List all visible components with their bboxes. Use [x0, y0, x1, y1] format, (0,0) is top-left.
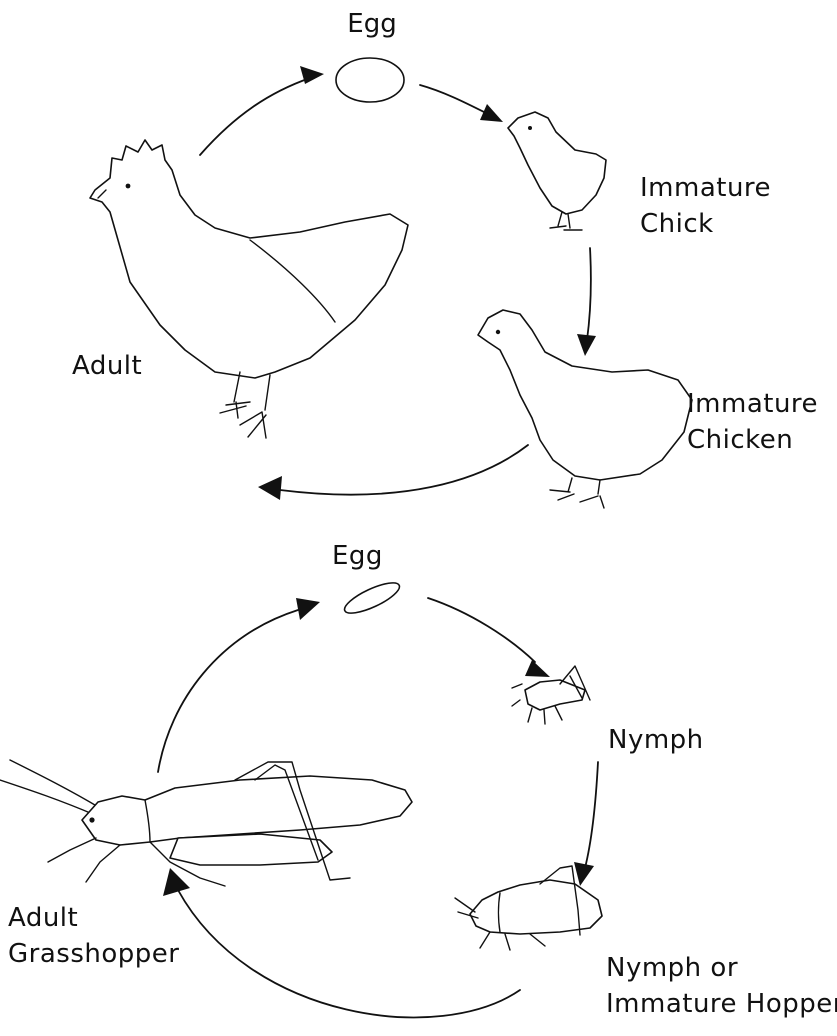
nymph-label: Nymph [608, 722, 704, 758]
arrow-adult-to-egg-g-head [296, 598, 320, 620]
arrow-egg-to-chick [420, 85, 490, 115]
immature-chick [508, 112, 606, 230]
arrow-nymph-to-hopper-head [574, 862, 594, 886]
chicken-cycle: Egg [90, 9, 692, 508]
chicken-adult-label: Adult [72, 348, 142, 384]
arrow-hopper-to-adult [178, 890, 520, 1017]
arrow-adult-to-egg-g [158, 610, 298, 772]
chicken-egg-label: Egg [347, 9, 396, 39]
nymph-or-immature-hopper-label: Nymph or Immature Hopper [606, 950, 837, 1022]
chicken-egg [336, 58, 404, 102]
arrow-nymph-to-hopper [585, 762, 598, 868]
arrow-chick-to-chicken [587, 248, 591, 340]
arrow-chicken-to-adult-head [258, 476, 282, 500]
immature-chicken-label: Immature Chicken [687, 386, 818, 458]
grasshopper-egg [341, 577, 403, 619]
nymph [512, 666, 590, 724]
adult-hen [90, 140, 408, 438]
arrow-chicken-to-adult [280, 445, 528, 495]
arrow-egg-to-nymph-head [525, 660, 550, 677]
adult-grasshopper-label: Adult Grasshopper [8, 900, 179, 972]
immature-chick-label: Immature Chick [640, 170, 771, 242]
arrow-egg-to-nymph [428, 598, 535, 662]
arrow-egg-to-chick-head [480, 104, 503, 122]
grasshopper-egg-label: Egg [332, 538, 383, 574]
arrow-hopper-to-adult-head [163, 868, 190, 896]
arrow-chick-to-chicken-head [577, 334, 596, 356]
arrow-adult-to-egg [200, 78, 310, 155]
adult-grasshopper [0, 760, 412, 886]
